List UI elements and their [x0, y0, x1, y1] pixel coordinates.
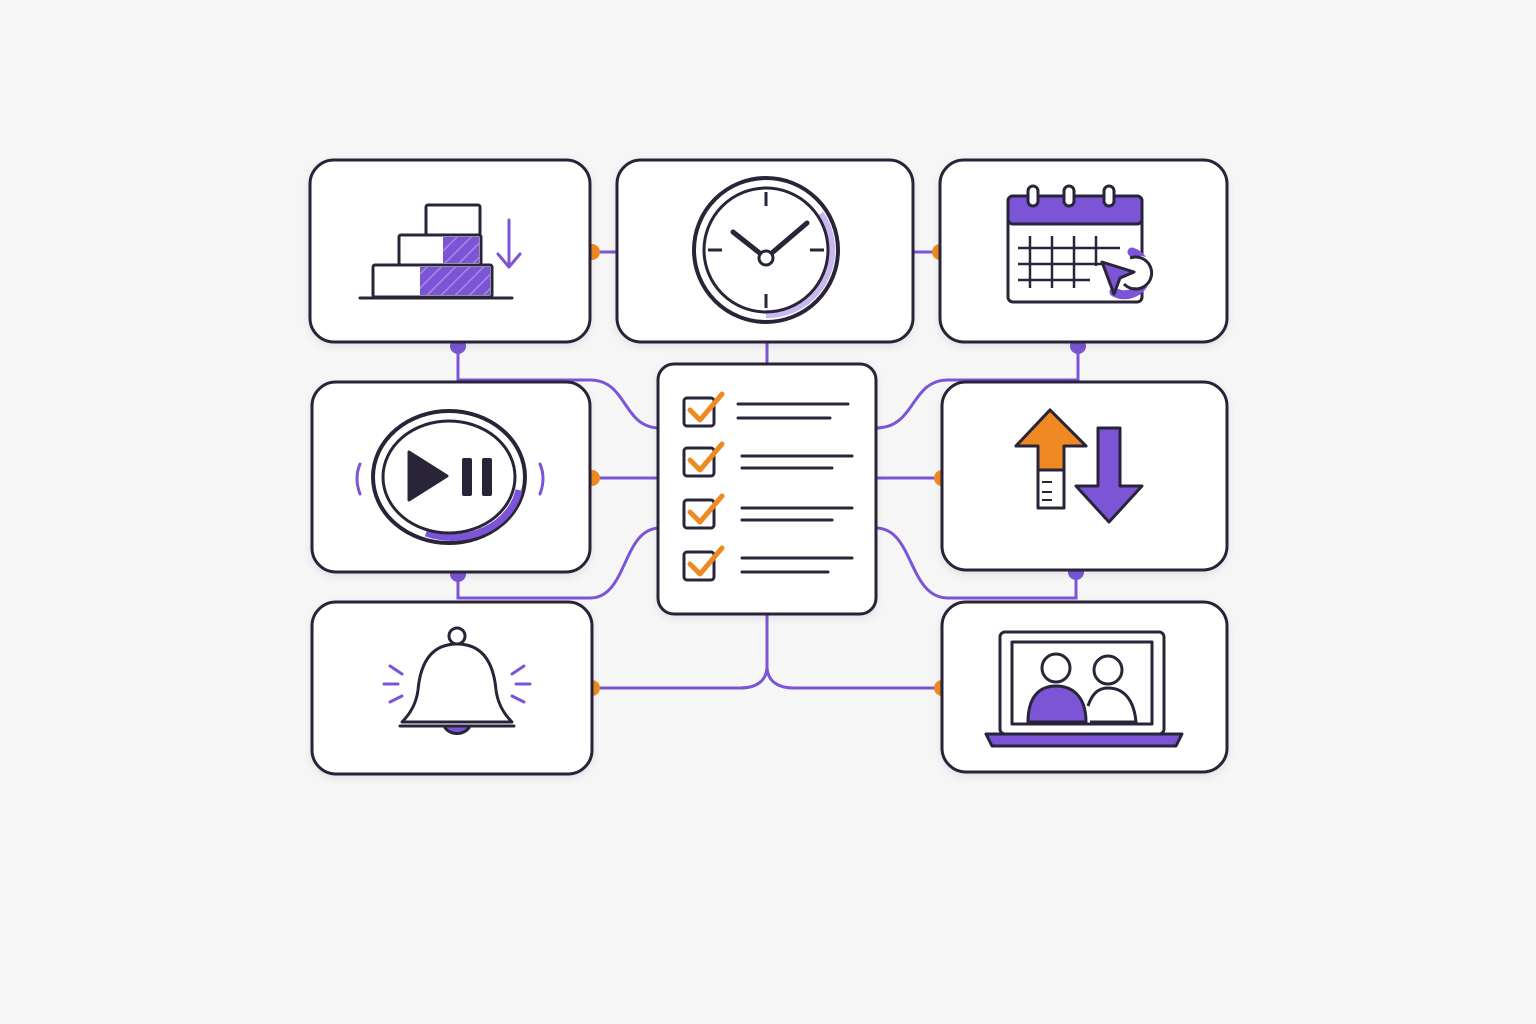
play-pause-icon — [355, 409, 545, 545]
connector-checklist-transfer-lower — [874, 526, 1078, 600]
checkbox — [682, 550, 716, 582]
checkmark — [687, 441, 725, 473]
stacked-blocks-sort-icon — [358, 203, 522, 300]
connectors — [456, 250, 1080, 690]
laptop-video-call-icon — [984, 630, 1184, 748]
checkbox — [682, 396, 716, 428]
calendar-refresh-icon — [1006, 184, 1156, 304]
bell-icon — [382, 626, 532, 735]
checkbox — [682, 498, 716, 530]
checkmark — [687, 545, 725, 577]
connector-checklist-bottom — [590, 612, 769, 690]
connector-calendar-checklist — [874, 344, 1080, 430]
card-transfer — [940, 380, 1229, 572]
checklist-icon — [682, 391, 854, 582]
checkmark — [687, 391, 725, 423]
connector-stack-checklist — [456, 344, 662, 430]
checkmark — [687, 493, 725, 525]
clock-icon — [692, 176, 840, 324]
connector-checklist-media-lower — [456, 526, 662, 600]
up-down-arrows-icon — [1014, 408, 1144, 524]
checkbox — [682, 446, 716, 478]
connector-checklist-bottom-right — [765, 664, 944, 690]
